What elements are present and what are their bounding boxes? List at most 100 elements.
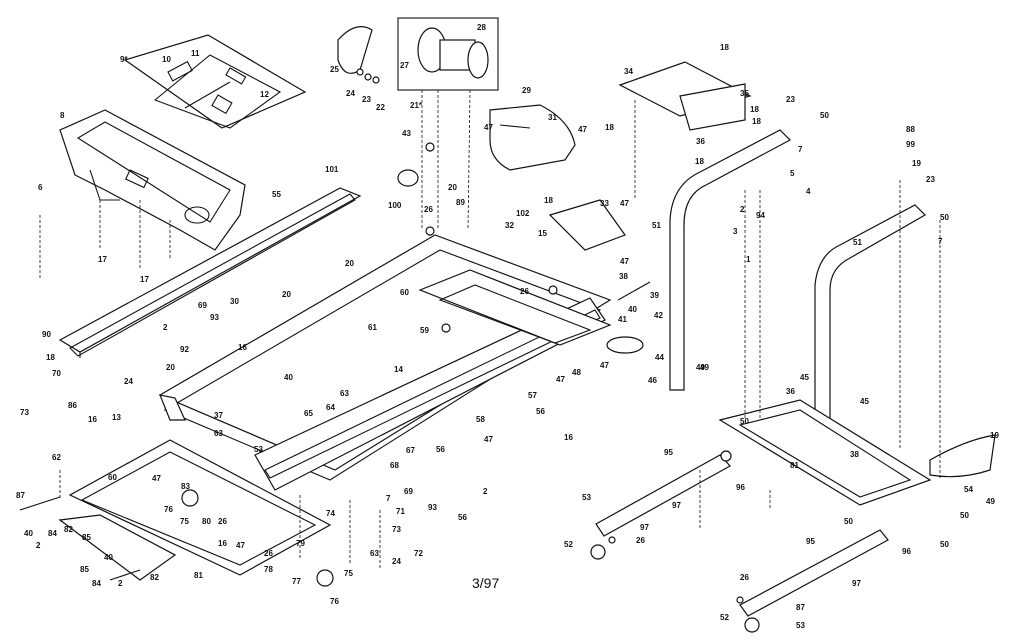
callout-31: 31 — [548, 113, 557, 122]
callout-36: 36 — [786, 387, 795, 396]
callout-28: 28 — [477, 23, 486, 32]
callout-81: 81 — [790, 461, 799, 470]
callout-76: 76 — [164, 505, 173, 514]
callout-47: 47 — [600, 361, 609, 370]
callout-8: 8 — [60, 111, 65, 120]
callout-11: 11 — [191, 49, 200, 58]
callout-32: 32 — [505, 221, 514, 230]
callout-18: 18 — [695, 157, 704, 166]
rear-roller-section — [58, 439, 334, 587]
callout-18: 18 — [720, 43, 729, 52]
callout-53: 53 — [796, 621, 805, 630]
callout-2: 2 — [36, 541, 41, 550]
callout-26: 26 — [264, 549, 273, 558]
callout-56: 56 — [536, 407, 545, 416]
callout-23: 23 — [786, 95, 795, 104]
callout-93: 93 — [428, 503, 437, 512]
callout-60: 60 — [400, 288, 409, 297]
callout-85: 85 — [80, 565, 89, 574]
callout-24: 24 — [346, 89, 355, 98]
callout-75: 75 — [344, 569, 353, 578]
callout-56: 56 — [436, 445, 445, 454]
callout-19: 19 — [990, 431, 999, 440]
callout-99: 99 — [906, 140, 915, 149]
callout-69: 69 — [404, 487, 413, 496]
callout-20: 20 — [345, 259, 354, 268]
callout-54: 54 — [964, 485, 973, 494]
callout-47: 47 — [578, 125, 587, 134]
assembly-guide-lines — [39, 89, 941, 570]
callout-86: 86 — [68, 401, 77, 410]
callout-56: 56 — [458, 513, 467, 522]
callout-26: 26 — [424, 205, 433, 214]
callout-87: 87 — [16, 491, 25, 500]
callout-93: 93 — [210, 313, 219, 322]
callout-88: 88 — [906, 125, 915, 134]
callout-47: 47 — [484, 123, 493, 132]
callout-16: 16 — [218, 539, 227, 548]
callout-50: 50 — [960, 511, 969, 520]
callout-50: 50 — [844, 517, 853, 526]
callout-52: 52 — [720, 613, 729, 622]
callout-27: 27 — [400, 61, 409, 70]
callout-43: 43 — [402, 129, 411, 138]
callout-25: 25 — [330, 65, 339, 74]
callout-95: 95 — [806, 537, 815, 546]
callout-89: 89 — [456, 198, 465, 207]
callout-18: 18 — [46, 353, 55, 362]
callout-77: 77 — [292, 577, 301, 586]
callout-49: 49 — [986, 497, 995, 506]
callout-82: 82 — [150, 573, 159, 582]
callout-7: 7 — [798, 145, 803, 154]
callout-40: 40 — [628, 305, 637, 314]
console-housing-part — [59, 109, 246, 251]
callout-97: 97 — [640, 523, 649, 532]
callout-63: 63 — [340, 389, 349, 398]
callout-83: 83 — [181, 482, 190, 491]
callout-73: 73 — [392, 525, 401, 534]
callout-42: 42 — [654, 311, 663, 320]
callout-51: 51 — [652, 221, 661, 230]
callout-29: 29 — [522, 86, 531, 95]
side-rail-part-101 — [58, 187, 362, 358]
callout-46: 46 — [648, 376, 657, 385]
callout-40: 40 — [24, 529, 33, 538]
callout-16: 16 — [564, 433, 573, 442]
callout-47: 47 — [556, 375, 565, 384]
callout-16: 16 — [238, 343, 247, 352]
callout-37: 37 — [214, 411, 223, 420]
callout-24: 24 — [124, 377, 133, 386]
callout-38: 38 — [619, 272, 628, 281]
callout-45: 45 — [860, 397, 869, 406]
callout-90: 90 — [42, 330, 51, 339]
callout-97: 97 — [672, 501, 681, 510]
callout-79: 79 — [296, 539, 305, 548]
callout-47: 47 — [152, 474, 161, 483]
callout-40: 40 — [284, 373, 293, 382]
callout-23: 23 — [362, 95, 371, 104]
callout-50: 50 — [820, 111, 829, 120]
callout-87: 87 — [796, 603, 805, 612]
callout-70: 70 — [52, 369, 61, 378]
callout-75: 75 — [180, 517, 189, 526]
callout-44: 44 — [655, 353, 664, 362]
callout-2: 2 — [163, 323, 168, 332]
callout-38: 38 — [850, 450, 859, 459]
callout-68: 68 — [390, 461, 399, 470]
callout-59: 59 — [420, 326, 429, 335]
callout-20: 20 — [166, 363, 175, 372]
callout-5: 5 — [790, 169, 795, 178]
callout-96: 96 — [902, 547, 911, 556]
callout-64: 64 — [326, 403, 335, 412]
drive-motor-assembly — [337, 17, 626, 251]
callout-71: 71 — [396, 507, 405, 516]
callout-94: 94 — [756, 211, 765, 220]
callout-45: 45 — [800, 373, 809, 382]
callout-17: 17 — [98, 255, 107, 264]
callout-16: 16 — [88, 415, 97, 424]
callout-12: 12 — [260, 90, 269, 99]
callout-82: 82 — [64, 525, 73, 534]
callout-7: 7 — [386, 494, 391, 503]
callout-39: 39 — [650, 291, 659, 300]
callout-2: 2 — [118, 579, 123, 588]
